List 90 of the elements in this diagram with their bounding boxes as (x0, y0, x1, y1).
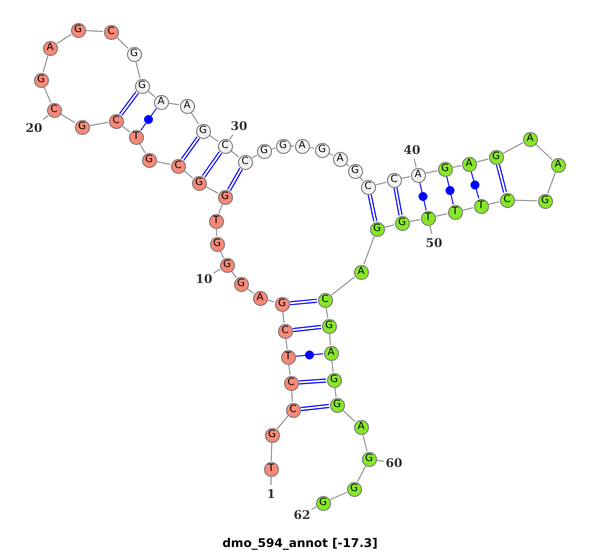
leader-line (414, 158, 417, 168)
backbone-line (342, 410, 356, 422)
base-pair-line (470, 171, 480, 199)
backbone-line (156, 161, 171, 165)
leader-line (311, 506, 317, 510)
backbone-line (409, 219, 421, 222)
backbone-line (326, 307, 328, 319)
base-pair-line (418, 182, 428, 211)
backbone-line (363, 236, 375, 265)
leader-line (429, 225, 432, 235)
base-pair-line (119, 90, 139, 116)
leader-line (42, 114, 49, 120)
base-pair-line (393, 187, 403, 216)
base-pair-line (446, 176, 454, 205)
backbone-line (331, 360, 334, 373)
backbone-line (271, 148, 276, 150)
backbone-line (218, 204, 223, 214)
backbone-line (309, 147, 315, 149)
backbone-line (190, 112, 200, 125)
backbone-line (276, 416, 288, 430)
backbone-line (168, 102, 180, 106)
backbone-line (401, 176, 411, 179)
backbone-line (535, 144, 553, 160)
base-pair-line (292, 324, 322, 332)
position-number: 60 (386, 457, 402, 469)
backbone-line (291, 390, 293, 403)
backbone-line (216, 228, 218, 236)
leader-line (270, 476, 272, 486)
backbone-line (56, 34, 72, 44)
backbone-line (89, 122, 109, 126)
position-number: 40 (404, 144, 420, 156)
base-pair-line (180, 136, 200, 161)
position-number: 10 (196, 273, 212, 285)
position-number: 20 (26, 122, 42, 134)
backbone-line (384, 224, 395, 228)
backbone-line (231, 270, 237, 278)
backbone-line (452, 165, 462, 168)
backbone-line (85, 30, 104, 32)
backbone-line (288, 364, 291, 376)
backbone-line (220, 250, 224, 258)
base-pair-line (202, 151, 222, 178)
backbone-line (547, 172, 556, 194)
backbone-line (230, 150, 240, 158)
backbone-line (209, 135, 219, 142)
base-pair-line (227, 168, 243, 192)
backbone-line (270, 442, 272, 462)
backbone-line (435, 213, 448, 217)
position-number: 30 (230, 120, 248, 132)
backbone-line (44, 86, 52, 104)
backbone-line (282, 311, 285, 324)
base-pair-line (300, 404, 330, 412)
base-pair-line (298, 378, 327, 384)
leader-line (229, 134, 234, 140)
base-pair-line (368, 194, 378, 222)
backbone-line (184, 170, 194, 178)
backbone-line (329, 333, 331, 346)
backbone-line (122, 126, 130, 132)
backbone-line (357, 466, 366, 482)
backbone-line (330, 276, 356, 296)
backbone-line (375, 182, 387, 186)
backbone-line (425, 170, 438, 174)
caption: dmo_594_annot [-17.3] (221, 535, 379, 551)
base-pair-line (295, 350, 324, 360)
backbone-line (488, 201, 500, 205)
backbone-line (246, 288, 254, 294)
backbone-line (139, 143, 146, 154)
backbone-line (502, 142, 524, 154)
backbone-line (267, 300, 275, 302)
backbone-line (135, 61, 141, 79)
backbone-line (148, 90, 156, 98)
backbone-line (362, 434, 368, 452)
position-number: 1 (266, 488, 276, 500)
backbone-line (514, 200, 538, 202)
backbone-line (60, 114, 76, 124)
backbone-line (251, 154, 258, 158)
backbone-line (116, 37, 129, 49)
backbone-line (206, 186, 218, 194)
backbone-line (285, 338, 288, 350)
backbone-line (476, 158, 489, 162)
base-pair-line (140, 108, 157, 131)
backbone-line (330, 492, 348, 500)
position-number: 62 (294, 509, 310, 521)
position-number: 50 (426, 237, 442, 249)
leader-line (376, 460, 385, 462)
base-pair-line (496, 164, 508, 194)
leader-line (213, 268, 221, 274)
backbone-line (334, 387, 337, 398)
backbone-line (462, 207, 474, 211)
backbone-line (42, 55, 48, 73)
base-pair-line (289, 298, 318, 306)
